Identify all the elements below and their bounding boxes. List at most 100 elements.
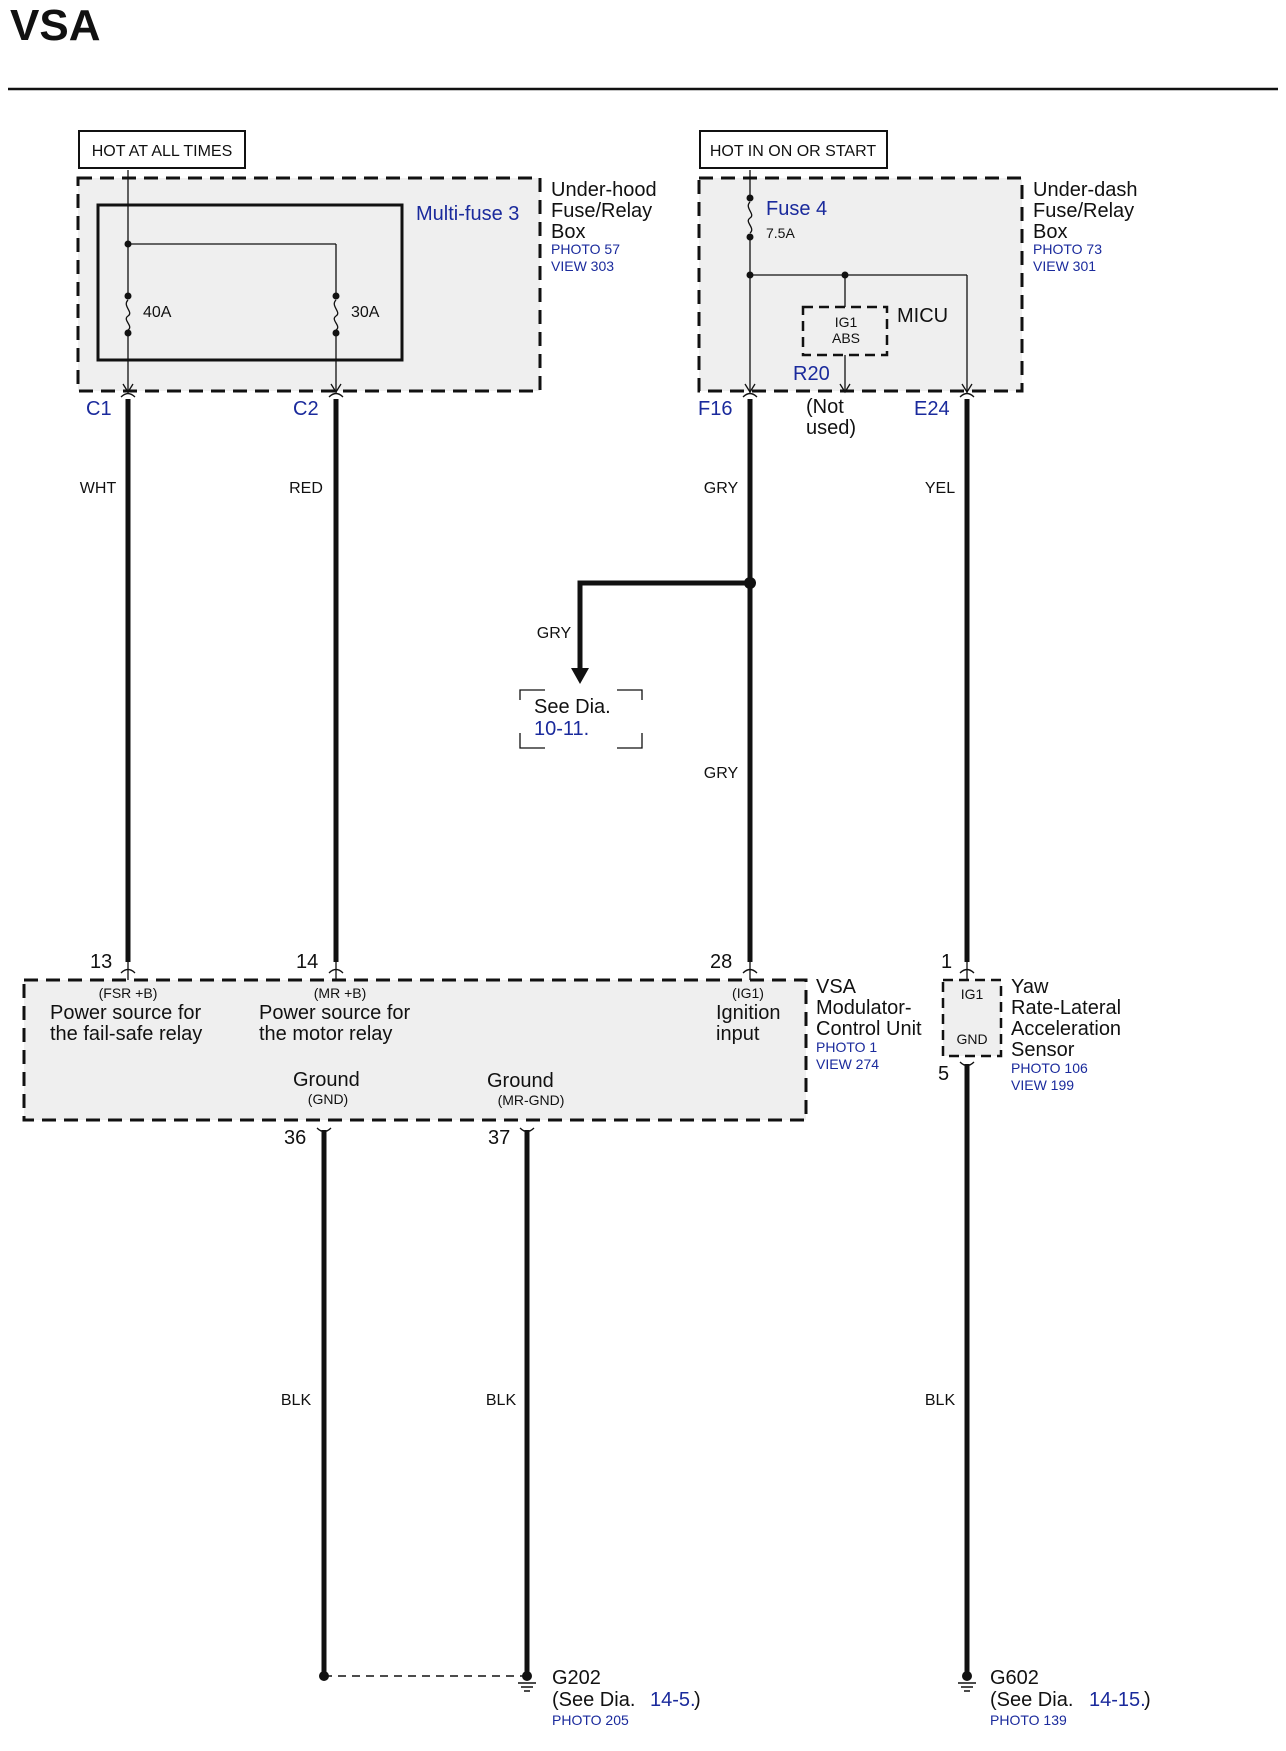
- g202-see: (See Dia.: [552, 1689, 635, 1711]
- hot-at-all-times-label: HOT AT ALL TIMES: [92, 143, 233, 160]
- yaw-view: VIEW 199: [1011, 1077, 1074, 1093]
- not-used-2: used): [806, 417, 856, 439]
- g202-name: G202: [552, 1667, 601, 1689]
- g202-close: ): [694, 1689, 701, 1711]
- underhood-name-2: Fuse/Relay: [551, 200, 652, 222]
- terminal-f16: F16: [698, 398, 732, 420]
- wire-color-c1: WHT: [80, 480, 117, 497]
- underhood-name-3: Box: [551, 221, 585, 243]
- terminal-c2: C2: [293, 398, 319, 420]
- yaw-photo: PHOTO 106: [1011, 1060, 1088, 1076]
- arrow-c2: [330, 383, 342, 394]
- pin-13: 13: [90, 951, 112, 973]
- sensor-pin-5: 5: [938, 1063, 949, 1085]
- underdash-name-3: Box: [1033, 221, 1067, 243]
- connector-c2: [328, 392, 344, 398]
- mrgnd-code: (MR-GND): [498, 1092, 565, 1108]
- hot-at-all-times-box: [78, 130, 246, 169]
- fuse-30a-label: 30A: [351, 304, 380, 321]
- wire-color-sensor-gnd: BLK: [925, 1392, 956, 1409]
- pin-14: 14: [296, 951, 318, 973]
- multi-fuse-label: Multi-fuse 3: [416, 203, 519, 225]
- hot-in-on-or-start-label: HOT IN ON OR START: [710, 143, 876, 160]
- fuse-40a-gap: [122, 293, 134, 333]
- yaw-name-1: Yaw: [1011, 976, 1049, 998]
- fuse-40a-icon: [125, 299, 131, 331]
- underhood-fuse-relay-box: [76, 176, 542, 393]
- underhood-name-1: Under-hood: [551, 179, 657, 201]
- underhood-view: VIEW 303: [551, 258, 614, 274]
- sensor-pin-1: 1: [941, 951, 952, 973]
- wire-color-branch: GRY: [537, 625, 572, 642]
- mrgnd-label: Ground: [487, 1070, 554, 1092]
- see-dia-bracket: [519, 689, 643, 749]
- g602-see: (See Dia.: [990, 1689, 1073, 1711]
- connector-f16: [742, 392, 758, 398]
- vsa-photo: PHOTO 1: [816, 1039, 877, 1055]
- ig1-desc-1: Ignition: [716, 1002, 781, 1024]
- vsa-name-1: VSA: [816, 976, 857, 998]
- micu-abs: ABS: [832, 330, 860, 346]
- connector-c1: [120, 392, 136, 398]
- fsr-code: (FSR +B): [99, 985, 158, 1001]
- wire-color-f16-lower: GRY: [704, 765, 739, 782]
- vsa-name-2: Modulator-: [816, 997, 912, 1019]
- pin-37: 37: [488, 1127, 510, 1149]
- wire-color-gnd37: BLK: [486, 1392, 517, 1409]
- ground-symbol-icon: [958, 1671, 976, 1692]
- branch-arrow-icon: [571, 668, 589, 684]
- mr-desc-2: the motor relay: [259, 1023, 392, 1045]
- underdash-name-1: Under-dash: [1033, 179, 1138, 201]
- wire-color-e24: YEL: [925, 480, 955, 497]
- yaw-name-2: Rate-Lateral: [1011, 997, 1121, 1019]
- g602-photo: PHOTO 139: [990, 1712, 1067, 1728]
- terminal-e24: E24: [914, 398, 950, 420]
- micu-label: MICU: [897, 305, 948, 327]
- see-dia-text: See Dia.: [534, 696, 611, 718]
- underhood-photo: PHOTO 57: [551, 241, 620, 257]
- arrow-e24: [961, 383, 973, 394]
- sensor-ig1: IG1: [961, 986, 984, 1002]
- micu-ig1: IG1: [835, 314, 858, 330]
- pin-28: 28: [710, 951, 732, 973]
- fuse-40a-label: 40A: [143, 304, 172, 321]
- yaw-name-4: Sensor: [1011, 1039, 1075, 1061]
- wire-branch-gry: [577, 580, 750, 670]
- g202-ref: 14-5.: [650, 1689, 696, 1711]
- arrow-c1: [122, 383, 134, 394]
- underdash-name-2: Fuse/Relay: [1033, 200, 1134, 222]
- fuse-30a-icon: [333, 299, 339, 331]
- ig1-code: (IG1): [732, 985, 764, 1001]
- arrow-f16: [744, 383, 756, 394]
- see-dia-ref: 10-11.: [534, 718, 589, 740]
- mr-code: (MR +B): [314, 985, 367, 1001]
- multi-fuse-3-block: [96, 203, 404, 362]
- wire-color-gnd36: BLK: [281, 1392, 312, 1409]
- pin-36: 36: [284, 1127, 306, 1149]
- mr-desc-1: Power source for: [259, 1002, 411, 1024]
- fuse-4-icon: [747, 201, 753, 234]
- gnd-code: (GND): [308, 1091, 348, 1107]
- micu-terminal-r20: R20: [793, 363, 830, 385]
- sensor-gnd: GND: [956, 1031, 987, 1047]
- yaw-name-3: Acceleration: [1011, 1018, 1121, 1040]
- not-used-1: (Not: [806, 396, 844, 418]
- terminal-c1: C1: [86, 398, 112, 420]
- wire-color-c2: RED: [289, 480, 323, 497]
- micu-box: [801, 305, 889, 357]
- vsa-modulator-control-unit: [22, 978, 808, 1122]
- ground-symbol-icon: [518, 1671, 536, 1692]
- fuse-4-label: Fuse 4: [766, 198, 827, 220]
- page-title: VSA: [10, 1, 100, 50]
- gnd-label: Ground: [293, 1069, 360, 1091]
- hot-in-on-or-start-box: [699, 130, 888, 169]
- g202-photo: PHOTO 205: [552, 1712, 629, 1728]
- g602-close: ): [1144, 1689, 1151, 1711]
- g602-ref: 14-15.: [1089, 1689, 1146, 1711]
- wire-color-f16: GRY: [704, 480, 739, 497]
- yaw-rate-sensor-box: [941, 978, 1003, 1058]
- fsr-desc-2: the fail-safe relay: [50, 1023, 202, 1045]
- vsa-view: VIEW 274: [816, 1056, 879, 1072]
- underdash-photo: PHOTO 73: [1033, 241, 1102, 257]
